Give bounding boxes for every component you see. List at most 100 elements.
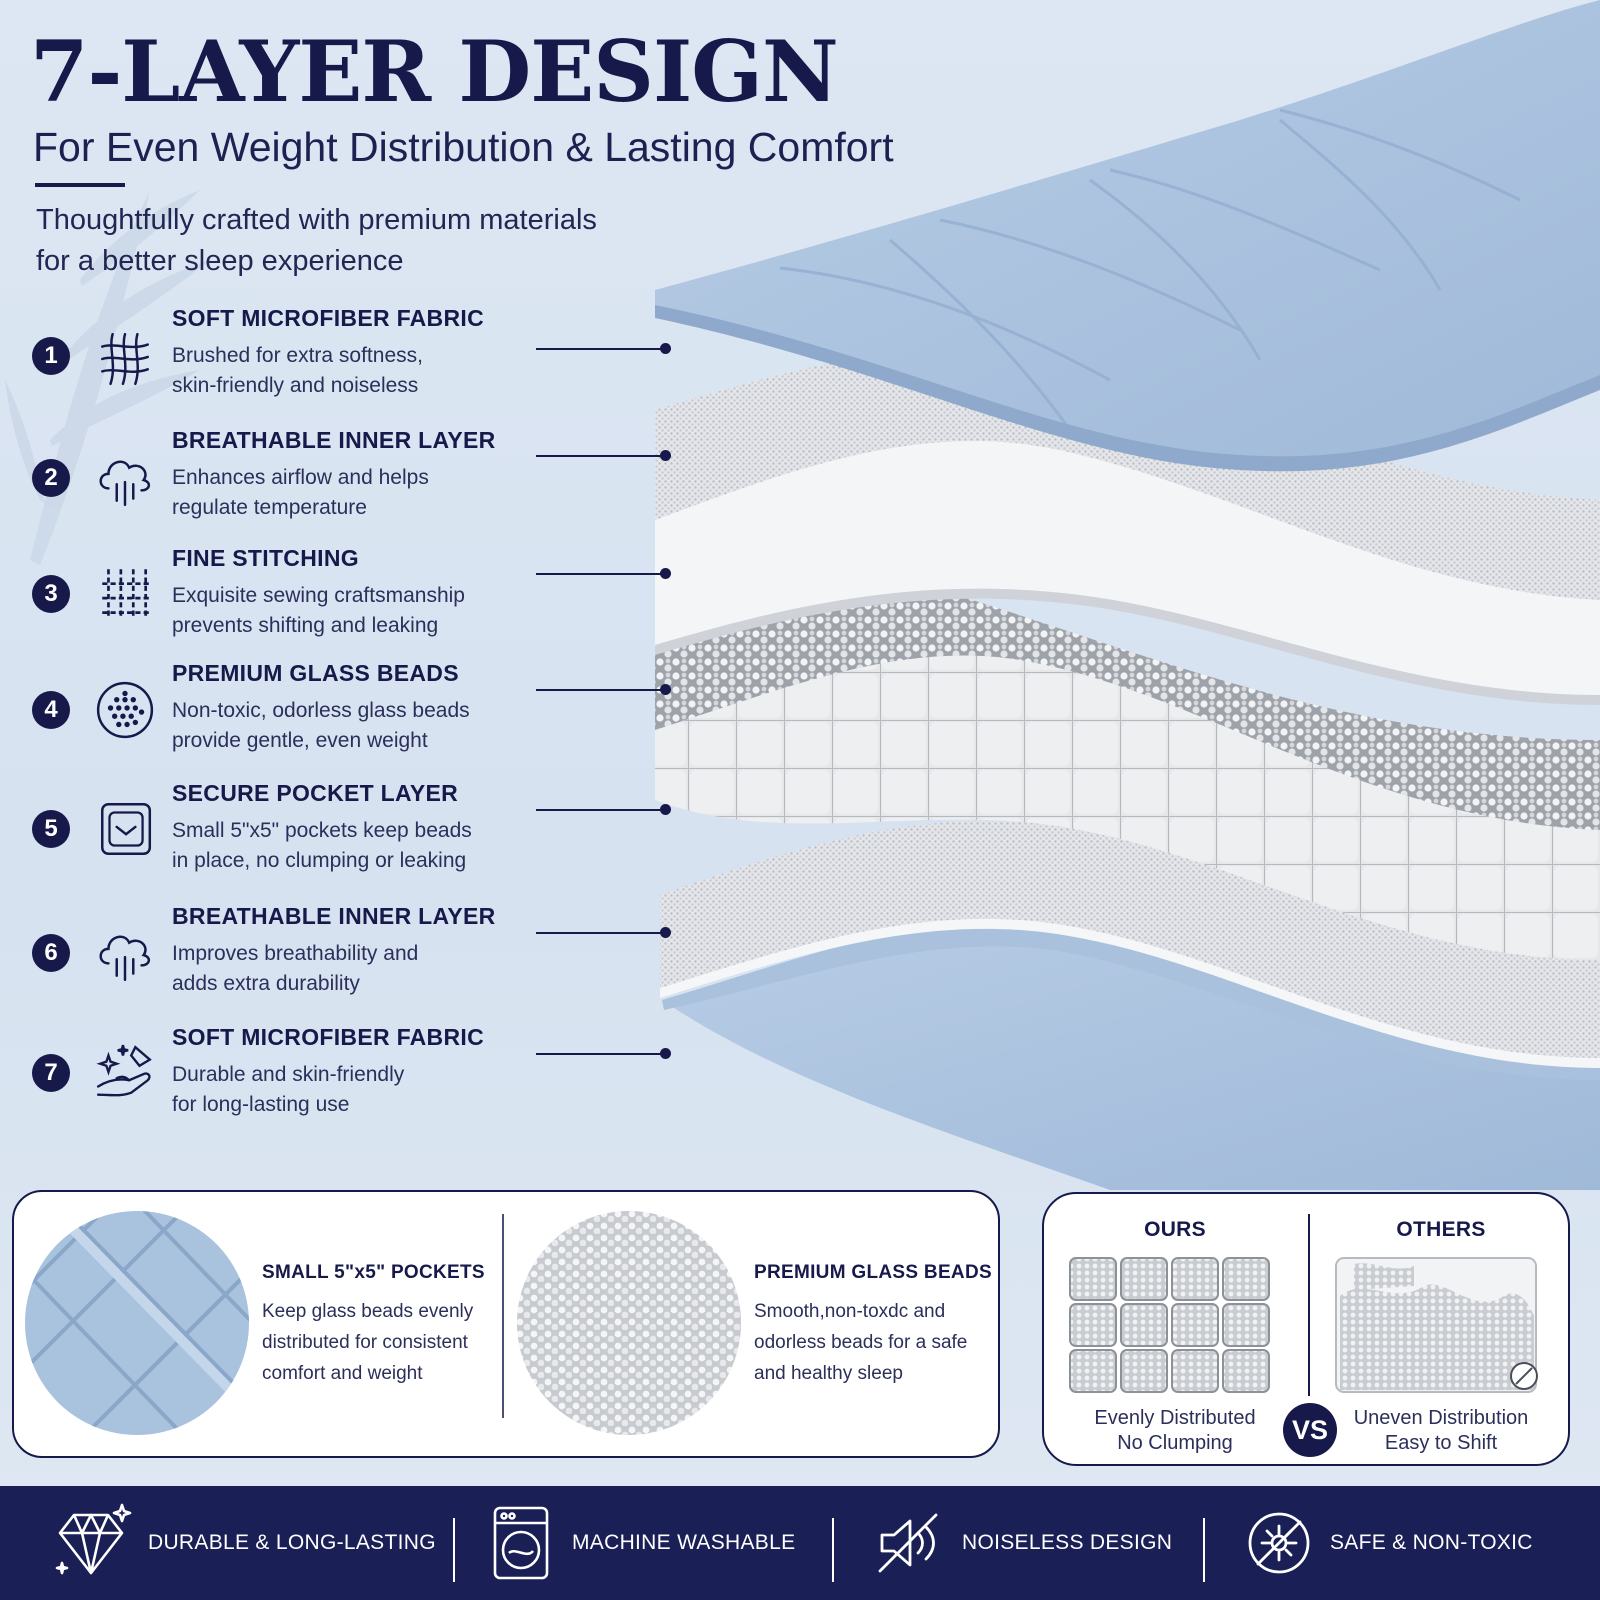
layer-name: SOFT MICROFIBER FABRIC [172, 305, 484, 331]
layer-item-2: 2 BREATHABLE INNER LAYER Enhances airflo… [0, 427, 671, 539]
others-line: Easy to Shift [1384, 1432, 1498, 1454]
glass-beads-closeup-image [517, 1211, 741, 1435]
layer-desc-line: Durable and skin-friendly [172, 1063, 405, 1086]
layer-desc-line: Improves breathability and [172, 942, 419, 965]
ours-line: Evenly Distributed [1094, 1407, 1256, 1429]
layer-number: 6 [32, 934, 70, 972]
layer-description: Non-toxic, odorless glass beads provide … [172, 696, 512, 756]
layer-name: SOFT MICROFIBER FABRIC [172, 1024, 484, 1050]
title-underline [35, 183, 125, 187]
blanket-layers-illustration [655, 0, 1600, 1190]
layer-name: SECURE POCKET LAYER [172, 780, 459, 806]
layer-desc-line: prevents shifting and leaking [172, 614, 439, 637]
layer-number: 3 [32, 575, 70, 613]
footer-separator [832, 1518, 834, 1582]
layer-pointer-line [536, 689, 664, 691]
layer-pointer-dot [660, 450, 671, 461]
breathable-cloud-icon [99, 460, 151, 507]
layer-description: Improves breathability and adds extra du… [172, 939, 512, 999]
glass-beads-icon [96, 681, 154, 739]
intro-line: Thoughtfully crafted with premium materi… [36, 204, 597, 236]
footer-label: SAFE & NON-TOXIC [1330, 1531, 1533, 1554]
feature-description: Keep glass beads evenly distributed for … [262, 1296, 485, 1389]
layer-name: BREATHABLE INNER LAYER [172, 903, 496, 929]
footer-item-durable: DURABLE & LONG-LASTING [50, 1486, 436, 1600]
microfiber-icon [101, 332, 149, 386]
feature-title: PREMIUM GLASS BEADS [754, 1262, 992, 1283]
layer-pointer-line [536, 932, 664, 934]
layer-item-6: 6 BREATHABLE INNER LAYER Improves breath… [0, 903, 671, 1015]
feature-pockets: SMALL 5"x5" POCKETS Keep glass beads eve… [262, 1262, 485, 1389]
layer-description: Exquisite sewing craftsmanship prevents … [172, 581, 512, 641]
layer-item-5: 5 SECURE POCKET LAYER Small 5"x5" pocket… [0, 780, 671, 892]
footer-separator [453, 1518, 455, 1582]
feature-card: SMALL 5"x5" POCKETS Keep glass beads eve… [12, 1190, 1000, 1458]
ours-line: No Clumping [1117, 1432, 1233, 1454]
non-toxic-icon [1248, 1512, 1310, 1574]
page-subtitle: For Even Weight Distribution & Lasting C… [33, 124, 894, 170]
feature-line: Keep glass beads evenly [262, 1301, 474, 1322]
layer-pointer-dot [660, 343, 671, 354]
intro-line: for a better sleep experience [36, 245, 404, 277]
layer-desc-line: skin-friendly and noiseless [172, 374, 419, 397]
diamond-icon [55, 1503, 132, 1575]
ours-title: OURS [1144, 1218, 1206, 1241]
skin-friendly-hand-icon [96, 1044, 152, 1097]
washing-machine-icon [493, 1506, 549, 1580]
pocket-closeup-image [25, 1211, 249, 1435]
layer-description: Enhances airflow and helps regulate temp… [172, 463, 512, 523]
layer-description: Small 5"x5" pockets keep beads in place,… [172, 816, 512, 876]
page-title: 7-LAYER DESIGN [30, 22, 839, 121]
layer-pointer-dot [660, 804, 671, 815]
layer-desc-line: provide gentle, even weight [172, 729, 428, 752]
intro-text: Thoughtfully crafted with premium materi… [36, 200, 597, 282]
feature-line: and healthy sleep [754, 1363, 903, 1384]
layer-pointer-line [536, 573, 664, 575]
layer-pointer-dot [660, 1048, 671, 1059]
stitching-icon [102, 569, 152, 619]
layer-description: Durable and skin-friendly for long-lasti… [172, 1060, 512, 1120]
layer-description: Brushed for extra softness, skin-friendl… [172, 341, 512, 401]
footer-label: DURABLE & LONG-LASTING [148, 1531, 436, 1554]
layer-desc-line: Exquisite sewing craftsmanship [172, 584, 465, 607]
layer-desc-line: regulate temperature [172, 496, 367, 519]
layer-name: PREMIUM GLASS BEADS [172, 660, 459, 686]
layer-number: 1 [32, 337, 70, 375]
vs-badge: VS [1283, 1403, 1337, 1457]
layer-pointer-dot [660, 927, 671, 938]
others-uneven-grid-image [1335, 1257, 1538, 1393]
footer-item-noiseless: NOISELESS DESIGN [874, 1486, 1172, 1600]
card-divider [502, 1214, 504, 1418]
comparison-card: OURS Evenly Distributed No Clumping OTHE… [1042, 1192, 1570, 1466]
layer-desc-line: for long-lasting use [172, 1093, 350, 1116]
layer-number: 4 [32, 691, 70, 729]
feature-line: distributed for consistent [262, 1332, 468, 1353]
pocket-icon [101, 802, 152, 856]
feature-description: Smooth,non-toxdc and odorless beads for … [754, 1296, 992, 1389]
footer-bar: DURABLE & LONG-LASTING MACHINE WASHABLE … [0, 1486, 1600, 1600]
layer-desc-line: adds extra durability [172, 972, 360, 995]
others-description: Uneven Distribution Easy to Shift [1312, 1406, 1570, 1456]
others-title: OTHERS [1396, 1218, 1486, 1241]
footer-item-washable: MACHINE WASHABLE [492, 1486, 795, 1600]
layer-name: BREATHABLE INNER LAYER [172, 427, 496, 453]
layer-item-3: 3 FINE STITCHING Exquisite sewing crafts… [0, 545, 671, 657]
layer-desc-line: Small 5"x5" pockets keep beads [172, 819, 472, 842]
feature-line: comfort and weight [262, 1363, 423, 1384]
layer-desc-line: in place, no clumping or leaking [172, 849, 467, 872]
feature-line: Smooth,non-toxdc and [754, 1301, 946, 1322]
layer-pointer-line [536, 809, 664, 811]
others-line: Uneven Distribution [1353, 1407, 1529, 1429]
layer-desc-line: Brushed for extra softness, [172, 344, 423, 367]
layer-item-4: 4 PREMIUM GLASS BEADS Non-toxic, odorles… [0, 660, 671, 772]
layer-desc-line: Non-toxic, odorless glass beads [172, 699, 470, 722]
feature-line: odorless beads for a safe [754, 1332, 968, 1353]
layer-desc-line: Enhances airflow and helps [172, 466, 429, 489]
layer-item-1: 1 SOFT MICROFIBER FABRIC Brushed for ext… [0, 305, 671, 417]
feature-glass-beads: PREMIUM GLASS BEADS Smooth,non-toxdc and… [754, 1262, 992, 1389]
ours-even-grid-image [1069, 1257, 1270, 1393]
layer-item-7: 7 SOFT MICROFIBER FABRIC Durable and ski… [0, 1024, 671, 1136]
layer-number: 2 [32, 459, 70, 497]
footer-label: NOISELESS DESIGN [962, 1531, 1173, 1554]
mute-sound-icon [878, 1513, 938, 1573]
